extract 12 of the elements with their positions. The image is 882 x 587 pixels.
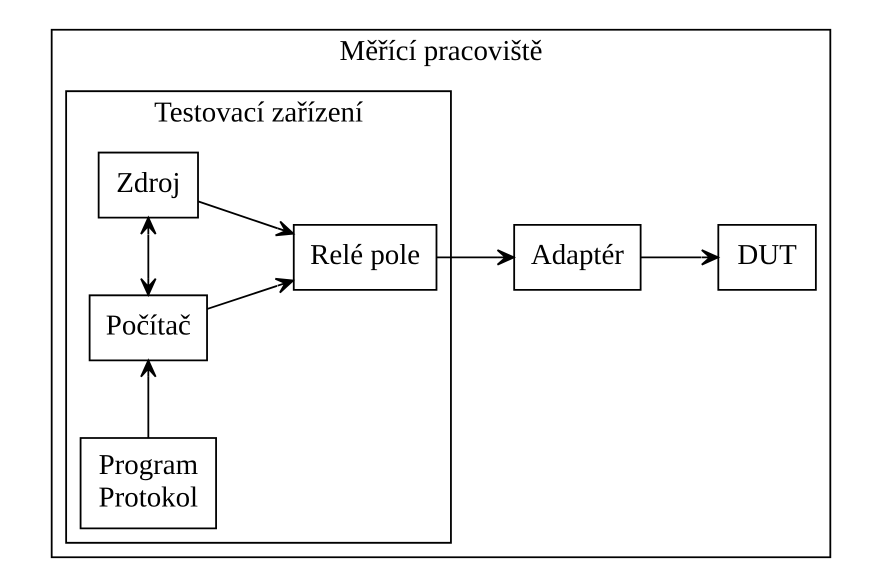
node-box: Počítač: [88, 294, 208, 362]
arrow: [437, 249, 515, 266]
arrow: [206, 278, 294, 310]
arrow: [140, 360, 157, 438]
node-box: Zdroj: [98, 152, 199, 219]
arrow: [198, 200, 294, 236]
node-box: Relé pole: [292, 224, 438, 291]
node-box: Program Protokol: [80, 437, 217, 530]
node-box: DUT: [717, 224, 817, 291]
arrow: [140, 216, 157, 296]
node-box: Adaptér: [513, 224, 642, 291]
arrow: [640, 249, 719, 266]
